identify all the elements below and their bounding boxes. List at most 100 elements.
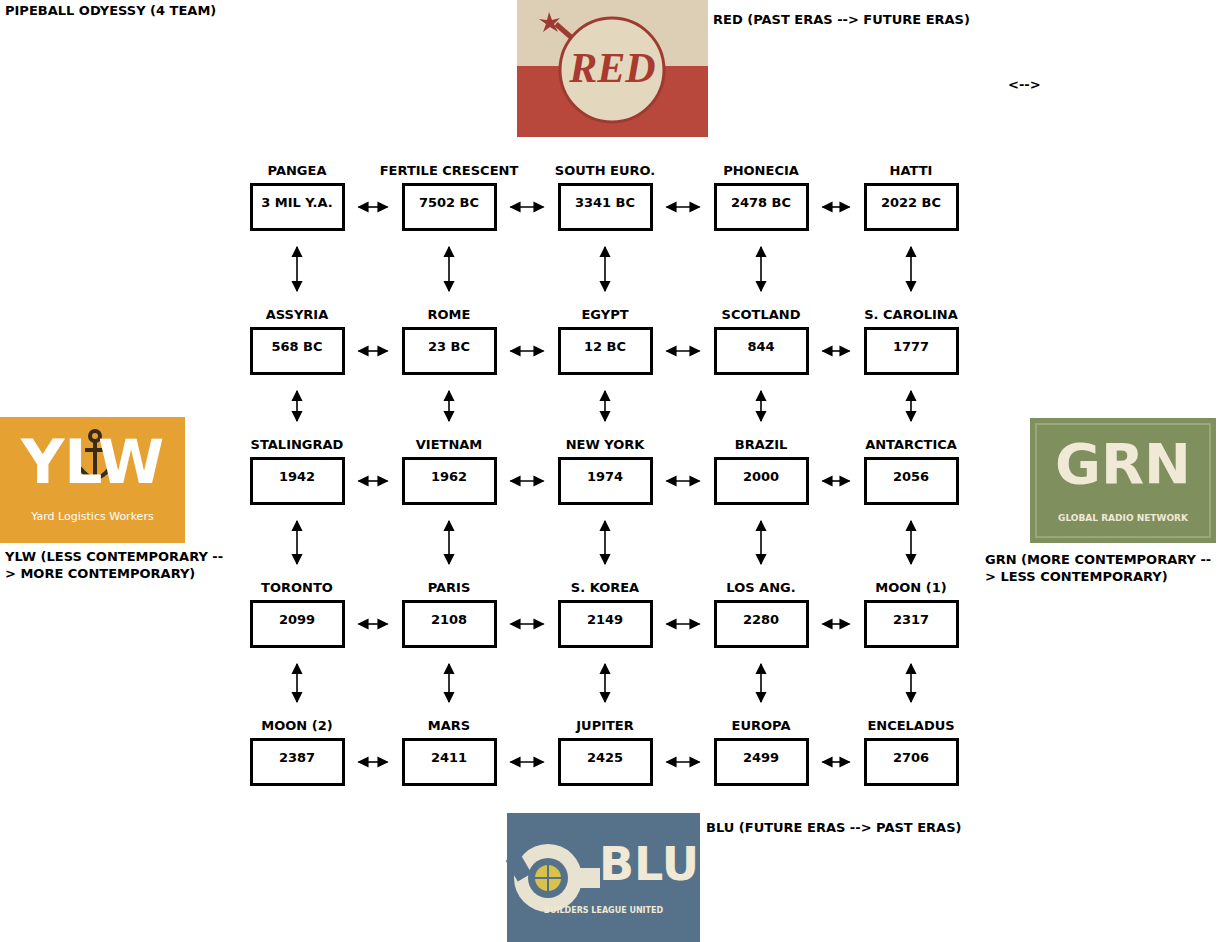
era-link-arrow xyxy=(296,247,298,291)
era-place-name: NEW YORK xyxy=(566,437,645,452)
era-date: 2000 xyxy=(717,460,806,484)
team-direction-label: GRN (MORE CONTEMPORARY --> LESS CONTEMPO… xyxy=(985,551,1213,585)
era-link-arrow xyxy=(667,761,700,763)
era-place-name: MOON (2) xyxy=(261,718,332,733)
era-box: ANTARCTICA2056 xyxy=(864,457,959,505)
era-box: STALINGRAD1942 xyxy=(250,457,345,505)
era-link-arrow xyxy=(823,761,850,763)
era-date: 2425 xyxy=(561,741,650,765)
era-box: MOON (2)2387 xyxy=(250,738,345,786)
era-box: BRAZIL2000 xyxy=(714,457,809,505)
era-box: ASSYRIA568 BC xyxy=(250,327,345,375)
era-link-arrow xyxy=(667,206,700,208)
era-link-arrow xyxy=(823,480,850,482)
era-link-arrow xyxy=(604,391,606,421)
era-link-arrow xyxy=(359,480,388,482)
era-link-arrow xyxy=(296,521,298,564)
fuse-spark xyxy=(539,12,560,32)
era-link-arrow xyxy=(359,206,388,208)
era-link-arrow xyxy=(667,623,700,625)
era-date: 568 BC xyxy=(253,330,342,354)
era-link-arrow xyxy=(760,391,762,421)
era-date: 2478 BC xyxy=(717,186,806,210)
era-link-arrow xyxy=(667,350,700,352)
wrench-symbol xyxy=(506,844,600,912)
era-place-name: ENCELADUS xyxy=(867,718,954,733)
era-link-arrow xyxy=(823,350,850,352)
bomb-fuse xyxy=(556,24,572,38)
era-box: MARS2411 xyxy=(402,738,497,786)
era-place-name: JUPITER xyxy=(576,718,634,733)
era-date: 7502 BC xyxy=(405,186,494,210)
era-date: 1942 xyxy=(253,460,342,484)
team-logo-subtitle: GLOBAL RADIO NETWORK xyxy=(1030,513,1216,523)
era-box: NEW YORK1974 xyxy=(558,457,653,505)
era-date: 1974 xyxy=(561,460,650,484)
era-link-arrow xyxy=(359,350,388,352)
team-logo-name: RED xyxy=(517,44,708,92)
era-date: 2317 xyxy=(867,603,956,627)
era-date: 2499 xyxy=(717,741,806,765)
era-date: 2706 xyxy=(867,741,956,765)
grn-logo-ground xyxy=(1030,418,1216,543)
era-place-name: LOS ANG. xyxy=(726,580,795,595)
era-box: MOON (1)2317 xyxy=(864,600,959,648)
team-logo-subtitle: BUILDERS LEAGUE UNITED xyxy=(507,906,700,915)
team-logo: RED xyxy=(517,0,708,137)
team-direction-label: BLU (FUTURE ERAS --> PAST ERAS) xyxy=(706,819,1006,836)
team-logo: YLW Yard Logistics Workers xyxy=(0,417,185,543)
era-place-name: EGYPT xyxy=(581,307,628,322)
era-link-arrow xyxy=(667,480,700,482)
team-logo-subtitle: Yard Logistics Workers xyxy=(0,510,185,523)
era-place-name: PANGEA xyxy=(268,163,327,178)
era-box: FERTILE CRESCENT7502 BC xyxy=(402,183,497,231)
era-link-arrow xyxy=(604,521,606,564)
diagram-title: PIPEBALL ODYESSY (4 TEAM) xyxy=(5,2,216,19)
era-link-arrow xyxy=(604,247,606,291)
era-place-name: S. KOREA xyxy=(571,580,639,595)
era-box: EUROPA2499 xyxy=(714,738,809,786)
era-place-name: FERTILE CRESCENT xyxy=(380,163,519,178)
era-date: 2280 xyxy=(717,603,806,627)
era-date: 2056 xyxy=(867,460,956,484)
era-place-name: MARS xyxy=(428,718,470,733)
era-date: 2022 BC xyxy=(867,186,956,210)
era-place-name: BRAZIL xyxy=(735,437,788,452)
era-place-name: ROME xyxy=(428,307,471,322)
era-link-arrow xyxy=(448,521,450,564)
era-box: SCOTLAND844 xyxy=(714,327,809,375)
era-date: 1777 xyxy=(867,330,956,354)
era-place-name: PHONECIA xyxy=(723,163,799,178)
era-link-arrow xyxy=(296,664,298,702)
era-link-arrow xyxy=(511,350,544,352)
era-box: S. KOREA2149 xyxy=(558,600,653,648)
era-link-arrow xyxy=(511,206,544,208)
era-link-arrow xyxy=(448,664,450,702)
era-date: 12 BC xyxy=(561,330,650,354)
era-date: 3 MIL Y.A. xyxy=(253,186,342,210)
era-date: 2387 xyxy=(253,741,342,765)
era-link-arrow xyxy=(823,623,850,625)
era-box: EGYPT12 BC xyxy=(558,327,653,375)
era-box: JUPITER2425 xyxy=(558,738,653,786)
era-link-arrow xyxy=(448,391,450,421)
team-logo-name: YLW xyxy=(0,428,185,497)
era-place-name: ASSYRIA xyxy=(266,307,329,322)
era-link-arrow xyxy=(910,521,912,564)
era-link-arrow xyxy=(760,247,762,291)
era-place-name: S. CAROLINA xyxy=(864,307,958,322)
team-logo-name: BLU xyxy=(599,838,699,891)
era-link-arrow xyxy=(910,247,912,291)
era-date: 2149 xyxy=(561,603,650,627)
era-place-name: TORONTO xyxy=(261,580,333,595)
era-link-arrow xyxy=(604,664,606,702)
era-link-arrow xyxy=(760,521,762,564)
era-date: 1962 xyxy=(405,460,494,484)
era-place-name: PARIS xyxy=(428,580,471,595)
era-link-arrow xyxy=(511,623,544,625)
era-link-arrow xyxy=(910,391,912,421)
era-place-name: EUROPA xyxy=(732,718,791,733)
era-date: 844 xyxy=(717,330,806,354)
ylw-logo-ground xyxy=(0,417,185,543)
era-box: ROME23 BC xyxy=(402,327,497,375)
